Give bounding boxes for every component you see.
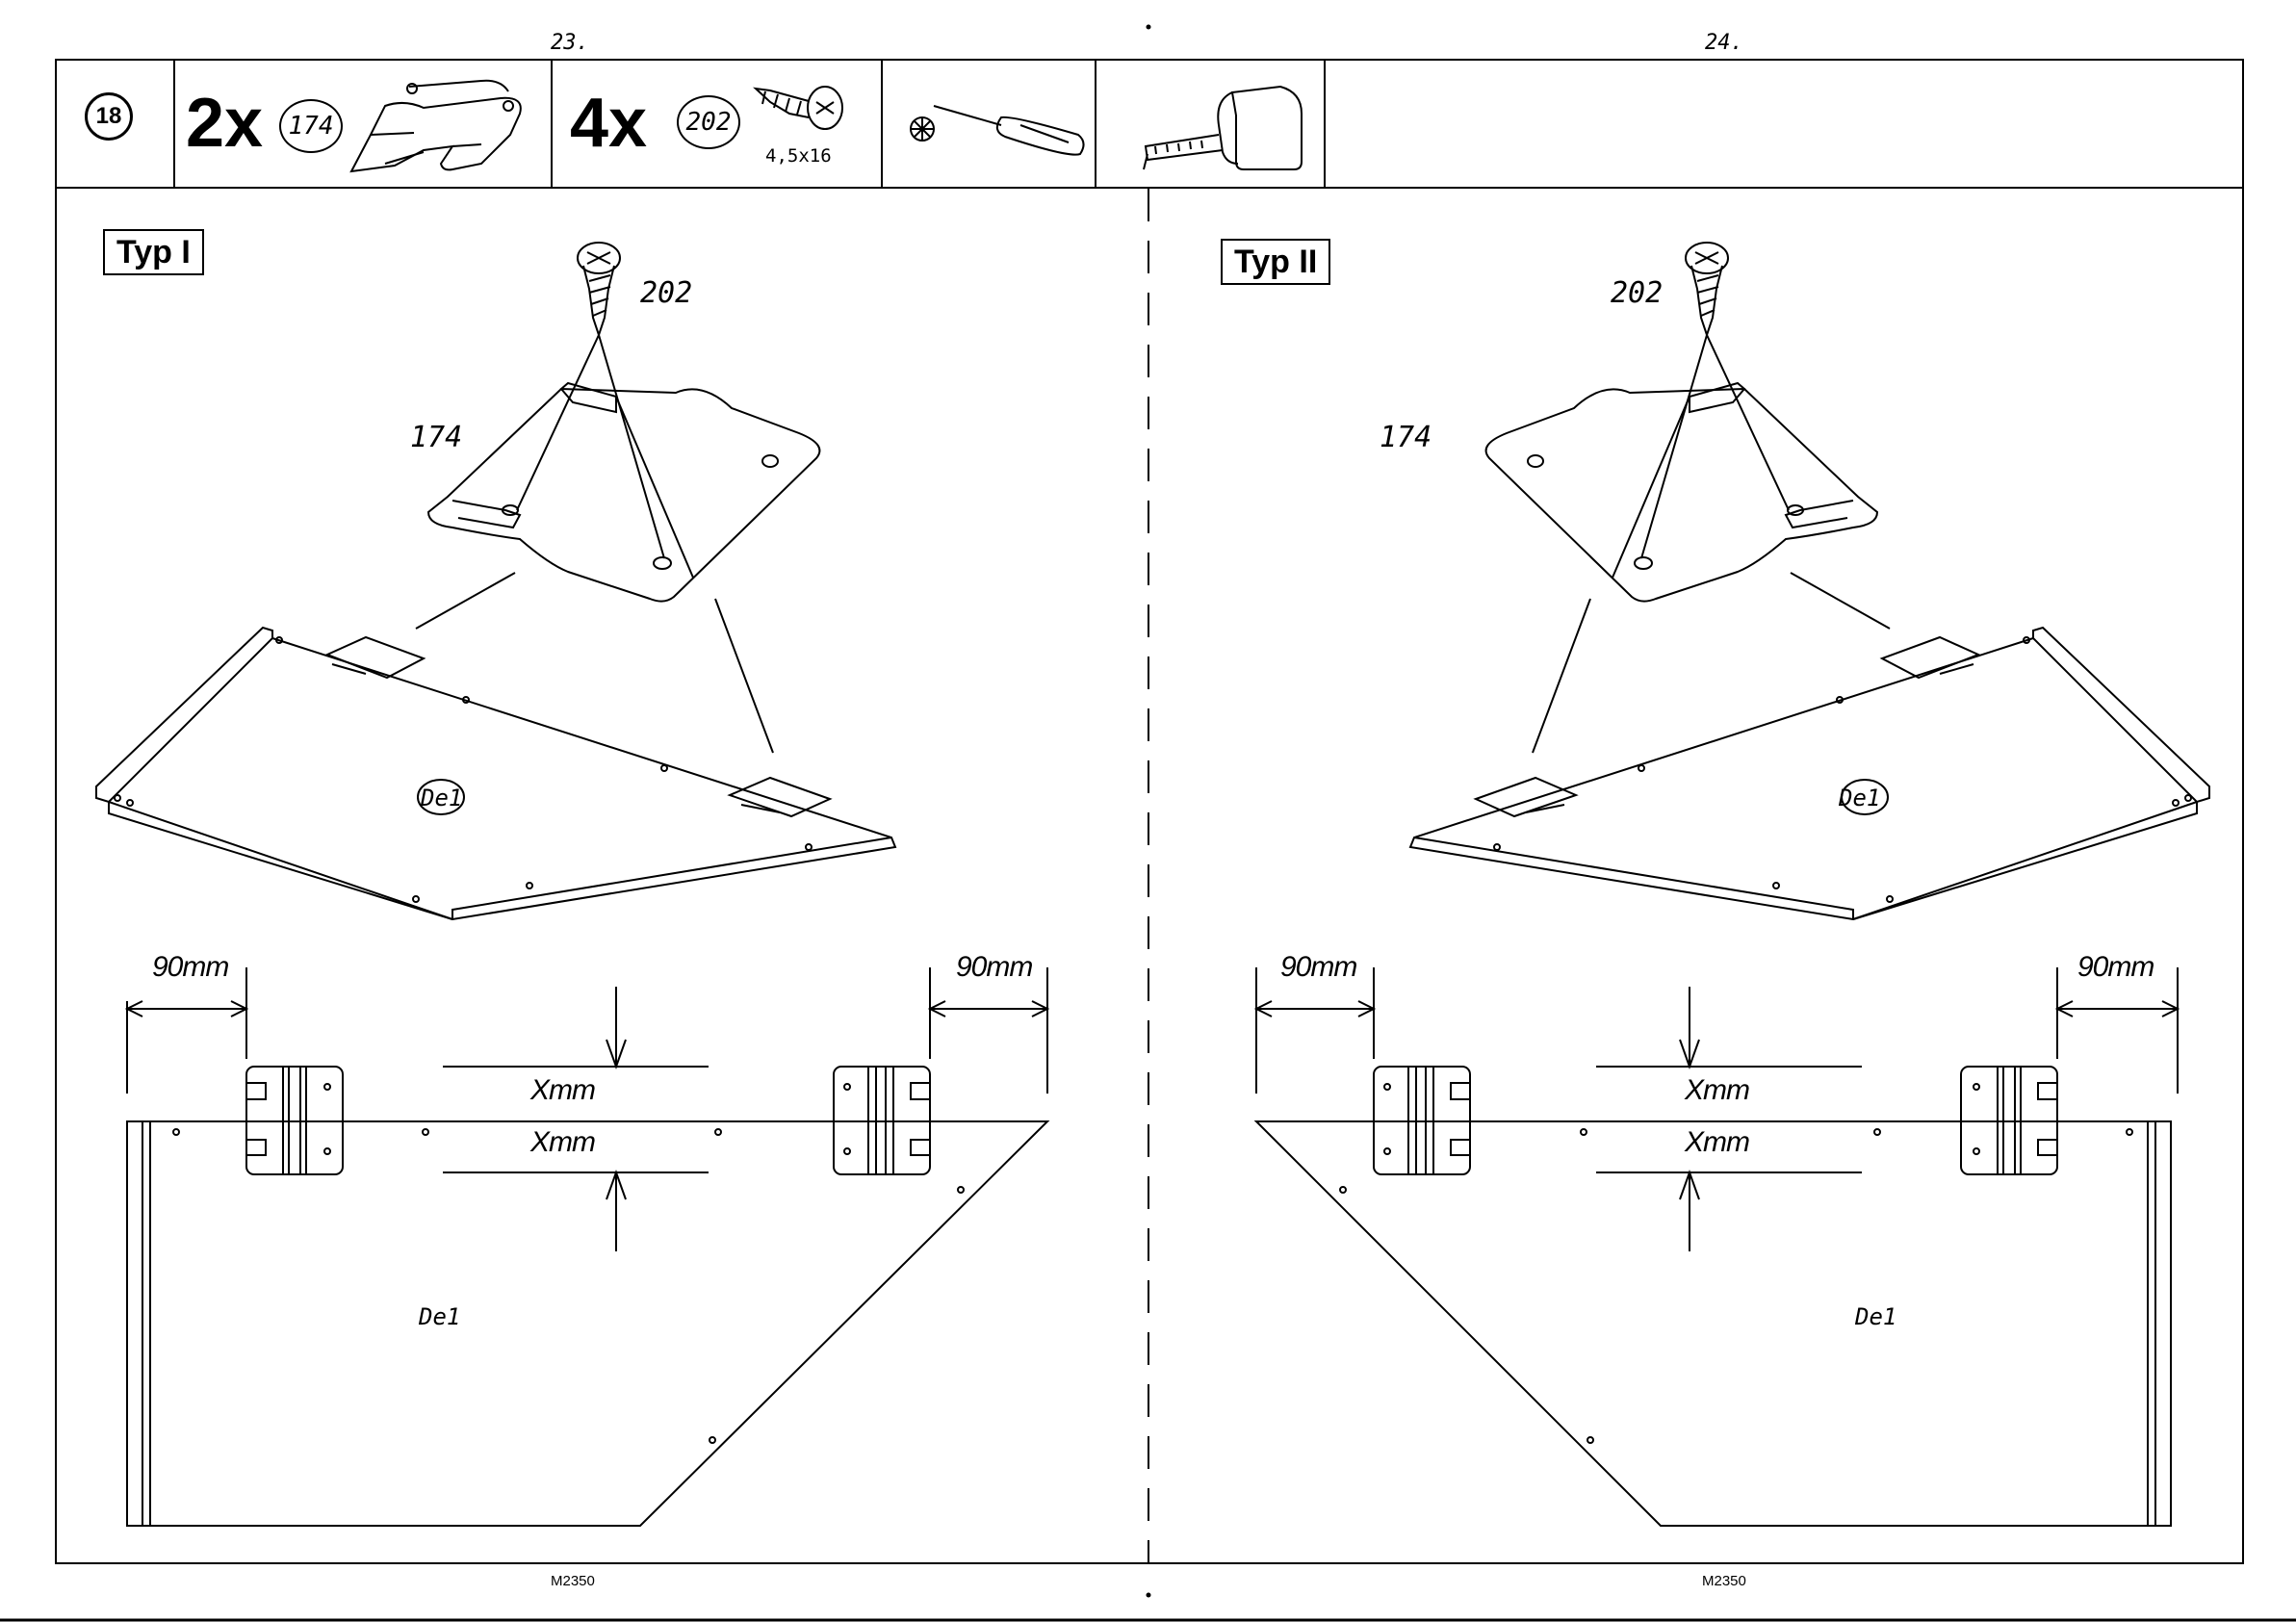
bracket-174-right: [1486, 383, 1877, 602]
screw-guide-lines-right: [1641, 335, 1789, 558]
screw-guide-lines-left: [517, 335, 664, 558]
screw-left-icon: [578, 243, 620, 335]
bracket-guide-lines-right: [1533, 573, 1890, 753]
screw-right-icon: [1686, 243, 1728, 335]
panel-iso-left: [96, 628, 895, 919]
page-dot: [1148, 26, 1150, 29]
screw-202-icon: [756, 87, 842, 129]
panel-plan-left: [127, 967, 1047, 1526]
panel-iso-right: [1410, 628, 2209, 919]
screwdriver-icon: [911, 106, 1084, 155]
bracket-174-icon: [351, 81, 521, 171]
bracket-174-left: [428, 383, 819, 602]
panel-plan-right: [1256, 967, 2178, 1526]
bracket-guide-lines-left: [416, 573, 773, 753]
measuring-tape-icon: [1144, 87, 1302, 169]
page-dot: [1148, 1594, 1150, 1597]
